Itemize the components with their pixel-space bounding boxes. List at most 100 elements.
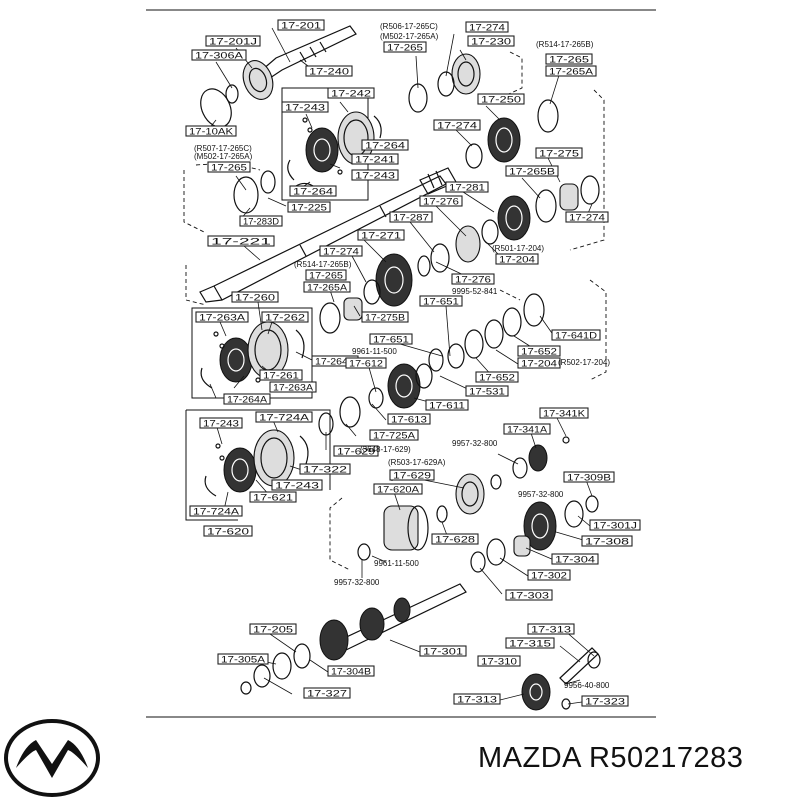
part-label-box xyxy=(545,65,597,77)
part-label: 17-241 xyxy=(351,153,399,166)
brand-part-number: MAZDA R50217283 xyxy=(478,742,744,774)
part-label-text: 17-261 xyxy=(263,371,299,382)
part-label: 17-341A xyxy=(503,423,551,436)
part-label: 17-309B xyxy=(563,471,615,484)
part-label: 17-310 xyxy=(477,655,521,668)
part-label-text: 17-265 xyxy=(211,163,247,174)
part-note-text: (3648-17-629) xyxy=(360,445,411,454)
part-label: 17-240 xyxy=(305,65,353,78)
part-label-text: 17-281 xyxy=(449,183,485,194)
part-label-box xyxy=(419,295,463,307)
part-label: 17-276 xyxy=(451,273,495,286)
part-label-text: 17-724A xyxy=(193,507,240,518)
part-label-text: 17-274 xyxy=(437,121,477,132)
part-label-box xyxy=(465,21,509,33)
part-label-box xyxy=(189,505,243,517)
part-label-text: 17-327 xyxy=(307,689,347,700)
reverse-idler xyxy=(521,647,601,711)
part-label: 17-265 xyxy=(305,269,347,282)
part-label: 17-613 xyxy=(387,413,431,426)
part-label: 17-629 xyxy=(389,469,435,482)
part-label: 17-221 xyxy=(207,235,275,248)
part-label: 17-303 xyxy=(505,589,553,602)
part-label: 17-10AK xyxy=(185,125,237,138)
part-label: 17-308 xyxy=(581,535,633,548)
part-label-box xyxy=(505,589,553,601)
part-label-text: 17-240 xyxy=(309,67,349,78)
part-label: 17-306A xyxy=(191,49,247,62)
part-label-text: 17-308 xyxy=(585,537,629,548)
part-label: 17-313 xyxy=(527,623,575,636)
part-label-text: 17-613 xyxy=(391,415,427,426)
part-label-box xyxy=(467,35,515,47)
part-label: 17-301J xyxy=(589,519,641,532)
part-label-text: 17-264 xyxy=(293,187,333,198)
part-label-text: 17-301 xyxy=(423,647,463,658)
part-label: 17-651 xyxy=(419,295,463,308)
part-note-text: (R502-17-204) xyxy=(558,358,610,367)
part-note-text: 9956-40-800 xyxy=(564,681,610,690)
part-label-box xyxy=(451,273,495,285)
part-label-box xyxy=(217,653,269,665)
part-note-text: 9957-32-800 xyxy=(452,439,498,448)
part-label-text: 17-221 xyxy=(211,237,271,248)
part-label-text: 17-225 xyxy=(291,203,327,214)
part-label-box xyxy=(345,357,387,369)
part-label: 17-305A xyxy=(217,653,269,666)
part-label-box xyxy=(269,381,317,393)
part-label: 17-341K xyxy=(539,407,589,420)
part-label-text: 17-201J xyxy=(209,37,257,48)
part-label-box xyxy=(319,245,363,257)
part-note-text: (R506-17-265C) xyxy=(380,22,438,31)
part-label-text: 17-201 xyxy=(281,21,321,32)
part-label: 17-263A xyxy=(195,311,249,324)
part-label-text: 17-652 xyxy=(521,347,557,358)
gears-middle-right xyxy=(318,293,545,436)
part-label-text: 17-651 xyxy=(423,297,459,308)
part-label: 17-281 xyxy=(445,181,489,194)
part-label-text: 17-205 xyxy=(253,625,293,636)
part-label-box xyxy=(495,253,539,265)
part-note-text: 9995-52-841 xyxy=(452,287,498,296)
part-label: 17-243 xyxy=(281,101,329,114)
part-label: 17-621 xyxy=(249,491,297,504)
part-label: 17-287 xyxy=(389,211,433,224)
part-label: 17-204 xyxy=(517,357,561,370)
part-label-text: 17-265 xyxy=(549,55,589,66)
part-label-box xyxy=(277,19,325,31)
part-label-text: 17-620 xyxy=(207,527,249,538)
part-label-text: 17-303 xyxy=(509,591,549,602)
part-label-text: 17-305A xyxy=(221,655,266,666)
part-label-text: 17-243 xyxy=(285,103,325,114)
part-label: 17-274 xyxy=(319,245,363,258)
part-label-box xyxy=(527,569,571,581)
part-label-box xyxy=(551,329,601,341)
part-label-text: 17-629 xyxy=(337,447,375,458)
part-label-text: 17-262 xyxy=(265,313,305,324)
part-label-box xyxy=(195,311,249,323)
part-label: 17-652 xyxy=(517,345,561,358)
part-label: 17-612 xyxy=(345,357,387,370)
part-note-text: (M502-17-265A) xyxy=(380,32,439,41)
part-label-box xyxy=(505,165,559,177)
part-label-box xyxy=(203,525,253,537)
part-label-text: 17-260 xyxy=(235,293,275,304)
part-label-text: 17-301J xyxy=(593,521,637,532)
part-label-text: 17-230 xyxy=(471,37,511,48)
sync-assembly-lower xyxy=(204,429,309,497)
part-label: 17-302 xyxy=(527,569,571,582)
part-label-box xyxy=(357,229,405,241)
part-label: 17-276 xyxy=(419,195,463,208)
part-label-text: 17-651 xyxy=(373,335,409,346)
part-label: 17-243 xyxy=(271,479,323,492)
part-note-text: (R514-17-265B) xyxy=(536,40,594,49)
part-label: 17-724A xyxy=(189,505,243,518)
part-label: 17-261 xyxy=(259,369,303,382)
part-label-text: 17-263A xyxy=(199,313,246,324)
part-label-text: 17-283D xyxy=(243,217,279,228)
part-label-box xyxy=(281,101,329,113)
part-label-text: 17-243 xyxy=(355,171,395,182)
part-label-text: 17-264 xyxy=(365,141,405,152)
part-label-text: 17-313 xyxy=(531,625,571,636)
part-label-text: 17-302 xyxy=(531,571,567,582)
